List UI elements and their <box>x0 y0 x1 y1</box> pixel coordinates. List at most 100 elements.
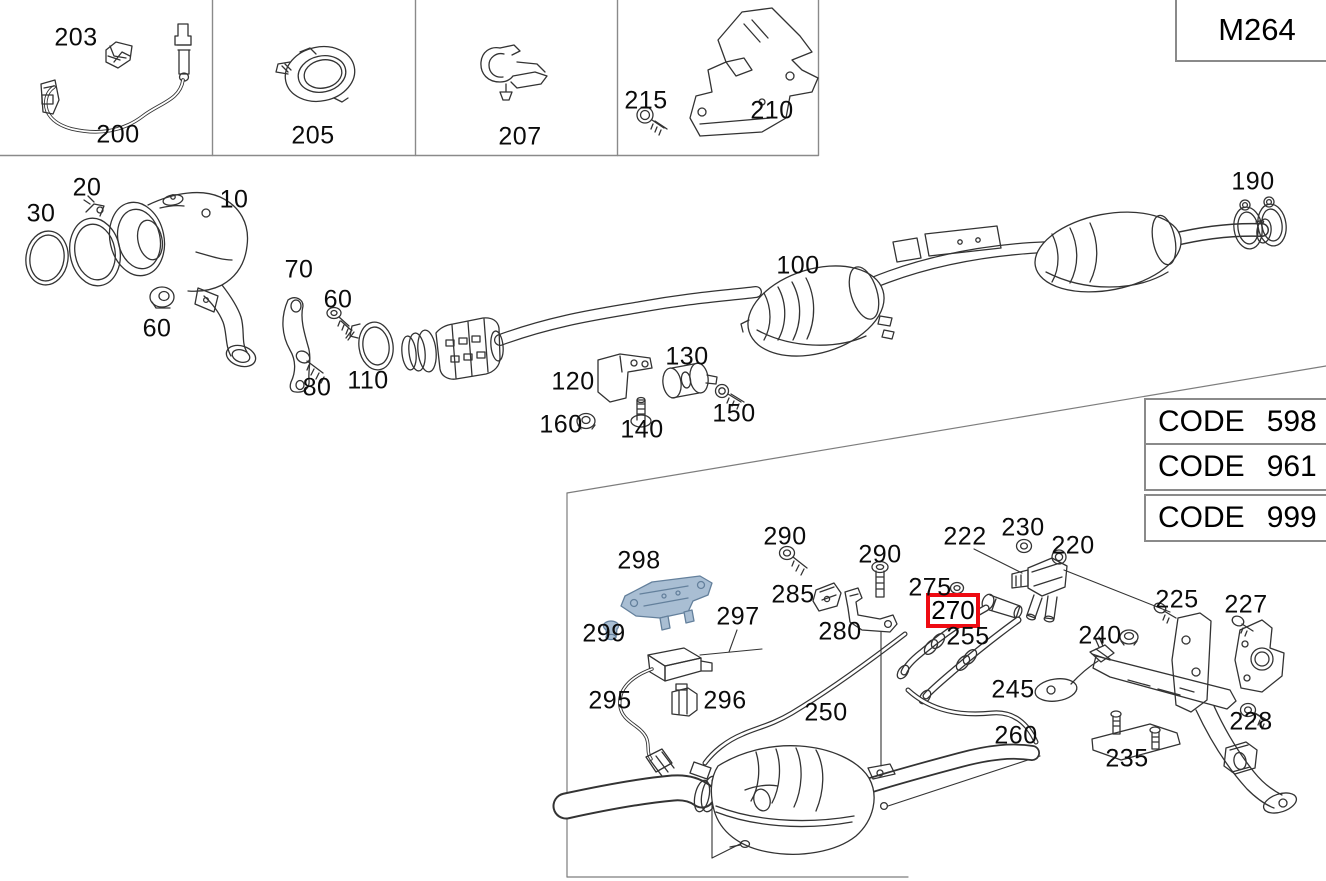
part-label-275: 275 <box>908 573 952 602</box>
part-290-screw-right <box>871 560 889 598</box>
part-label-235: 235 <box>1105 744 1149 773</box>
rear-muffler <box>552 743 1040 855</box>
part-190-double-clamp <box>1233 196 1287 250</box>
part-label-110: 110 <box>347 366 389 395</box>
part-label-245: 245 <box>991 675 1035 704</box>
part-210-bracket <box>689 7 819 137</box>
part-label-220: 220 <box>1051 531 1095 560</box>
highlight-box-270: 270 <box>926 593 980 628</box>
part-298-bracket-plate <box>620 575 713 631</box>
engine-code-box: M264 <box>1175 0 1326 62</box>
part-215-screw <box>636 106 668 136</box>
part-140-bolt <box>630 396 652 428</box>
code-number: 999 <box>1266 501 1317 534</box>
code-box-999: CODE 999 <box>1144 494 1326 542</box>
code-number: 961 <box>1266 450 1317 483</box>
part-227-bracket <box>1231 615 1285 693</box>
part-label-280: 280 <box>818 617 862 646</box>
part-100-front-muffler <box>740 265 895 357</box>
part-label-210: 210 <box>750 96 794 125</box>
part-285-clip <box>812 582 842 612</box>
part-label-290-left: 290 <box>763 522 807 551</box>
part-80-screw <box>295 350 325 384</box>
part-label-60-left: 60 <box>142 314 172 343</box>
part-150-screw <box>714 383 745 410</box>
part-200-oxygen-sensor <box>40 23 192 134</box>
part-60-nut-left <box>149 286 175 309</box>
part-label-200: 200 <box>96 120 140 149</box>
rear-resonator <box>1034 211 1182 293</box>
part-207-clip <box>480 44 548 101</box>
part-label-222: 222 <box>943 522 987 551</box>
part-label-207: 207 <box>498 122 542 151</box>
part-label-100: 100 <box>776 251 820 280</box>
part-label-60-right: 60 <box>323 285 353 314</box>
part-label-299: 299 <box>582 619 626 648</box>
part-label-160: 160 <box>539 410 583 439</box>
code-word: CODE <box>1158 450 1245 483</box>
part-label-298: 298 <box>617 546 661 575</box>
part-225-bracket <box>1153 602 1298 814</box>
code-word: CODE <box>1158 501 1245 534</box>
part-label-290-right: 290 <box>858 540 902 569</box>
part-228-screw <box>1239 702 1268 730</box>
part-296-clip <box>671 683 698 717</box>
part-110-clamp <box>345 321 394 371</box>
flex-decoupler <box>401 317 504 380</box>
highlighted-part-number: 270 <box>931 595 975 625</box>
part-10-catalytic-converter <box>108 191 257 368</box>
part-label-227: 227 <box>1224 590 1268 619</box>
part-250-pipe <box>689 631 908 780</box>
part-label-150: 150 <box>712 399 756 428</box>
part-label-203: 203 <box>54 23 98 52</box>
part-280-bracket <box>844 587 898 633</box>
part-label-205: 205 <box>291 121 335 150</box>
part-label-10: 10 <box>219 185 249 214</box>
part-245-hose <box>905 616 1039 745</box>
part-70-bracket <box>282 297 311 393</box>
part-label-225: 225 <box>1155 585 1199 614</box>
part-240-bracket <box>1034 636 1237 710</box>
part-label-140: 140 <box>620 415 664 444</box>
part-205-clamp <box>275 45 356 103</box>
part-label-215: 215 <box>624 86 668 115</box>
part-label-20: 20 <box>72 173 102 202</box>
main-front-pipe <box>494 286 762 346</box>
code-word: CODE <box>1158 405 1245 438</box>
part-230-nut <box>1015 538 1033 554</box>
mid-pipe <box>864 225 1068 290</box>
part-260-rubber-mount <box>1223 741 1258 775</box>
part-160-nut <box>576 412 596 430</box>
outlet-pipe <box>1165 218 1272 247</box>
part-label-130: 130 <box>665 342 709 371</box>
part-label-250: 250 <box>804 698 848 727</box>
part-label-230: 230 <box>1001 513 1045 542</box>
part-label-80: 80 <box>302 373 332 402</box>
part-label-295: 295 <box>588 686 632 715</box>
engine-code-text: M264 <box>1218 12 1296 47</box>
part-20-v-clamp <box>69 195 121 287</box>
part-label-260: 260 <box>994 721 1038 750</box>
part-235-stud-plate <box>1091 710 1181 761</box>
part-label-240: 240 <box>1078 621 1122 650</box>
part-label-190: 190 <box>1231 167 1275 196</box>
part-label-70: 70 <box>284 255 314 284</box>
part-label-30: 30 <box>26 199 56 228</box>
part-290-screw-left <box>778 545 808 576</box>
part-label-296: 296 <box>703 686 747 715</box>
part-275-nut <box>949 581 965 595</box>
code-box-961: CODE 961 <box>1144 443 1326 491</box>
part-label-297: 297 <box>716 602 760 631</box>
part-label-120: 120 <box>551 367 595 396</box>
part-240-nut <box>1119 629 1139 646</box>
part-220-valve <box>1011 549 1068 623</box>
part-299-screw <box>602 620 620 641</box>
part-60-bolt-right <box>326 306 352 335</box>
part-270-fitting <box>981 593 1023 619</box>
part-130-rubber-hanger <box>662 362 718 399</box>
code-box-598: CODE 598 <box>1144 398 1326 446</box>
part-label-255: 255 <box>946 622 990 651</box>
part-30-gasket-ring <box>25 230 69 286</box>
